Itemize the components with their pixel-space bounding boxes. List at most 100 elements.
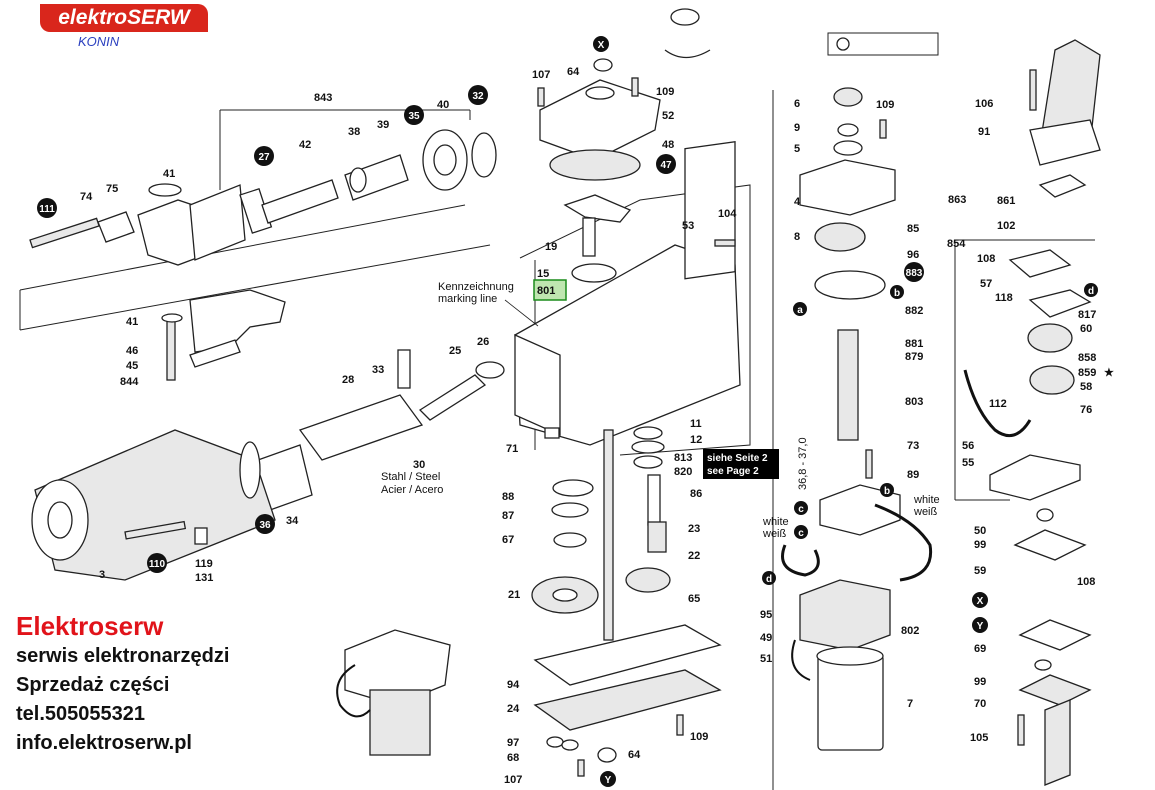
label-861: 861 (997, 195, 1015, 207)
label-73: 73 (907, 440, 919, 452)
brush-holder-89 (819, 484, 901, 536)
promo-line-service: serwis elektronarzędzi (16, 645, 230, 667)
label-50: 50 (974, 525, 986, 537)
wire-c (781, 544, 820, 577)
flange-40-hole (433, 144, 457, 176)
fan-8 (814, 222, 866, 252)
svg-text:47: 47 (660, 160, 672, 171)
note-stahl: Stahl / Steel (381, 471, 440, 483)
label-42: 42 (299, 139, 311, 151)
label-86: 86 (690, 488, 702, 500)
part-labels: 843 42 38 39 40 41 74 75 41 46 45 844 33… (80, 66, 1114, 786)
svg-text:c: c (798, 528, 804, 539)
cover-55 (989, 454, 1081, 501)
svg-text:35: 35 (408, 111, 420, 122)
callout-b-mid: b (880, 483, 894, 497)
marking-801-box (533, 279, 567, 301)
callout-y-right: Y (972, 617, 988, 633)
callout-111: 111 (37, 198, 57, 218)
annotations: Kennzeichnung marking line Stahl / Steel… (381, 281, 940, 540)
label-64b: 64 (628, 749, 641, 761)
label-94: 94 (507, 679, 520, 691)
svg-text:a: a (797, 305, 803, 316)
gear-23 (647, 521, 667, 553)
screw-109c (879, 119, 887, 139)
label-802: 802 (901, 625, 919, 637)
shaft-86 (647, 474, 661, 526)
note-acier: Acier / Acero (381, 484, 443, 496)
screw-105 (1017, 714, 1025, 746)
lever-844 (189, 339, 241, 368)
label-844: 844 (120, 376, 139, 388)
oring-36 (239, 441, 261, 499)
motor-housing-7 (817, 654, 884, 751)
bearing-15 (571, 263, 617, 283)
washer-41 (148, 183, 182, 197)
svg-text:d: d (1088, 286, 1094, 297)
seal-52-detail (664, 49, 711, 59)
screw-109b (676, 714, 684, 736)
svg-text:110: 110 (149, 559, 166, 570)
label-26: 26 (477, 336, 489, 348)
screw-107 (537, 87, 545, 107)
tube-42 (261, 179, 339, 224)
field-802 (799, 579, 891, 651)
label-71: 71 (506, 443, 518, 455)
label-41b: 41 (126, 316, 138, 328)
label-24: 24 (507, 703, 520, 715)
label-74: 74 (80, 191, 93, 203)
motor-symbol (836, 37, 850, 51)
label-38: 38 (348, 126, 360, 138)
note-kennzeichnung: Kennzeichnung (438, 281, 514, 293)
label-107: 107 (532, 69, 550, 81)
brand-logo: elektroSERW (40, 4, 208, 32)
bearing-26 (475, 361, 505, 379)
sleeve-64-detail (670, 8, 700, 26)
lever-46 (189, 289, 286, 353)
callout-d-mid: d (762, 571, 776, 585)
label-105: 105 (970, 732, 988, 744)
label-119: 119 (195, 558, 213, 570)
label-97: 97 (507, 737, 519, 749)
bracket-861 (1038, 174, 1087, 198)
label-95: 95 (760, 609, 772, 621)
label-49: 49 (760, 632, 772, 644)
note-siehe-seite: siehe Seite 2 (707, 453, 768, 464)
plate-71 (544, 427, 560, 439)
label-91: 91 (978, 126, 990, 138)
pin-33 (397, 349, 411, 389)
label-4: 4 (794, 196, 801, 208)
cable-56 (963, 369, 1032, 438)
label-45: 45 (126, 360, 138, 372)
bolt-74 (29, 217, 100, 249)
screw-109 (631, 77, 639, 97)
armature-803 (837, 329, 859, 441)
clip-119 (194, 527, 208, 545)
svg-text:36: 36 (259, 520, 271, 531)
label-59: 59 (974, 565, 986, 577)
ring-38 (349, 167, 367, 193)
spring-75 (97, 211, 135, 243)
label-801: 801 (537, 285, 555, 297)
note-weiss-2: weiß (762, 528, 787, 540)
wiring-symbol (827, 32, 939, 56)
grip-70 (1044, 699, 1071, 786)
cap-6 (833, 87, 863, 107)
label-69: 69 (974, 643, 986, 655)
motor-column (772, 32, 939, 790)
switch-817 (1028, 289, 1092, 318)
label-9: 9 (794, 122, 800, 134)
flange-body (189, 184, 246, 261)
label-60: 60 (1080, 323, 1092, 335)
ring-813 (633, 455, 663, 469)
svg-text:c: c (798, 504, 804, 515)
wire-b (874, 503, 933, 582)
label-46: 46 (126, 345, 138, 357)
callout-883: 883 (904, 262, 924, 282)
gear-housing (514, 244, 741, 446)
label-19: 19 (545, 241, 557, 253)
svg-text:883: 883 (906, 268, 923, 279)
promo-line-web: info.elektroserw.pl (16, 732, 192, 754)
spindle-65 (603, 429, 614, 641)
